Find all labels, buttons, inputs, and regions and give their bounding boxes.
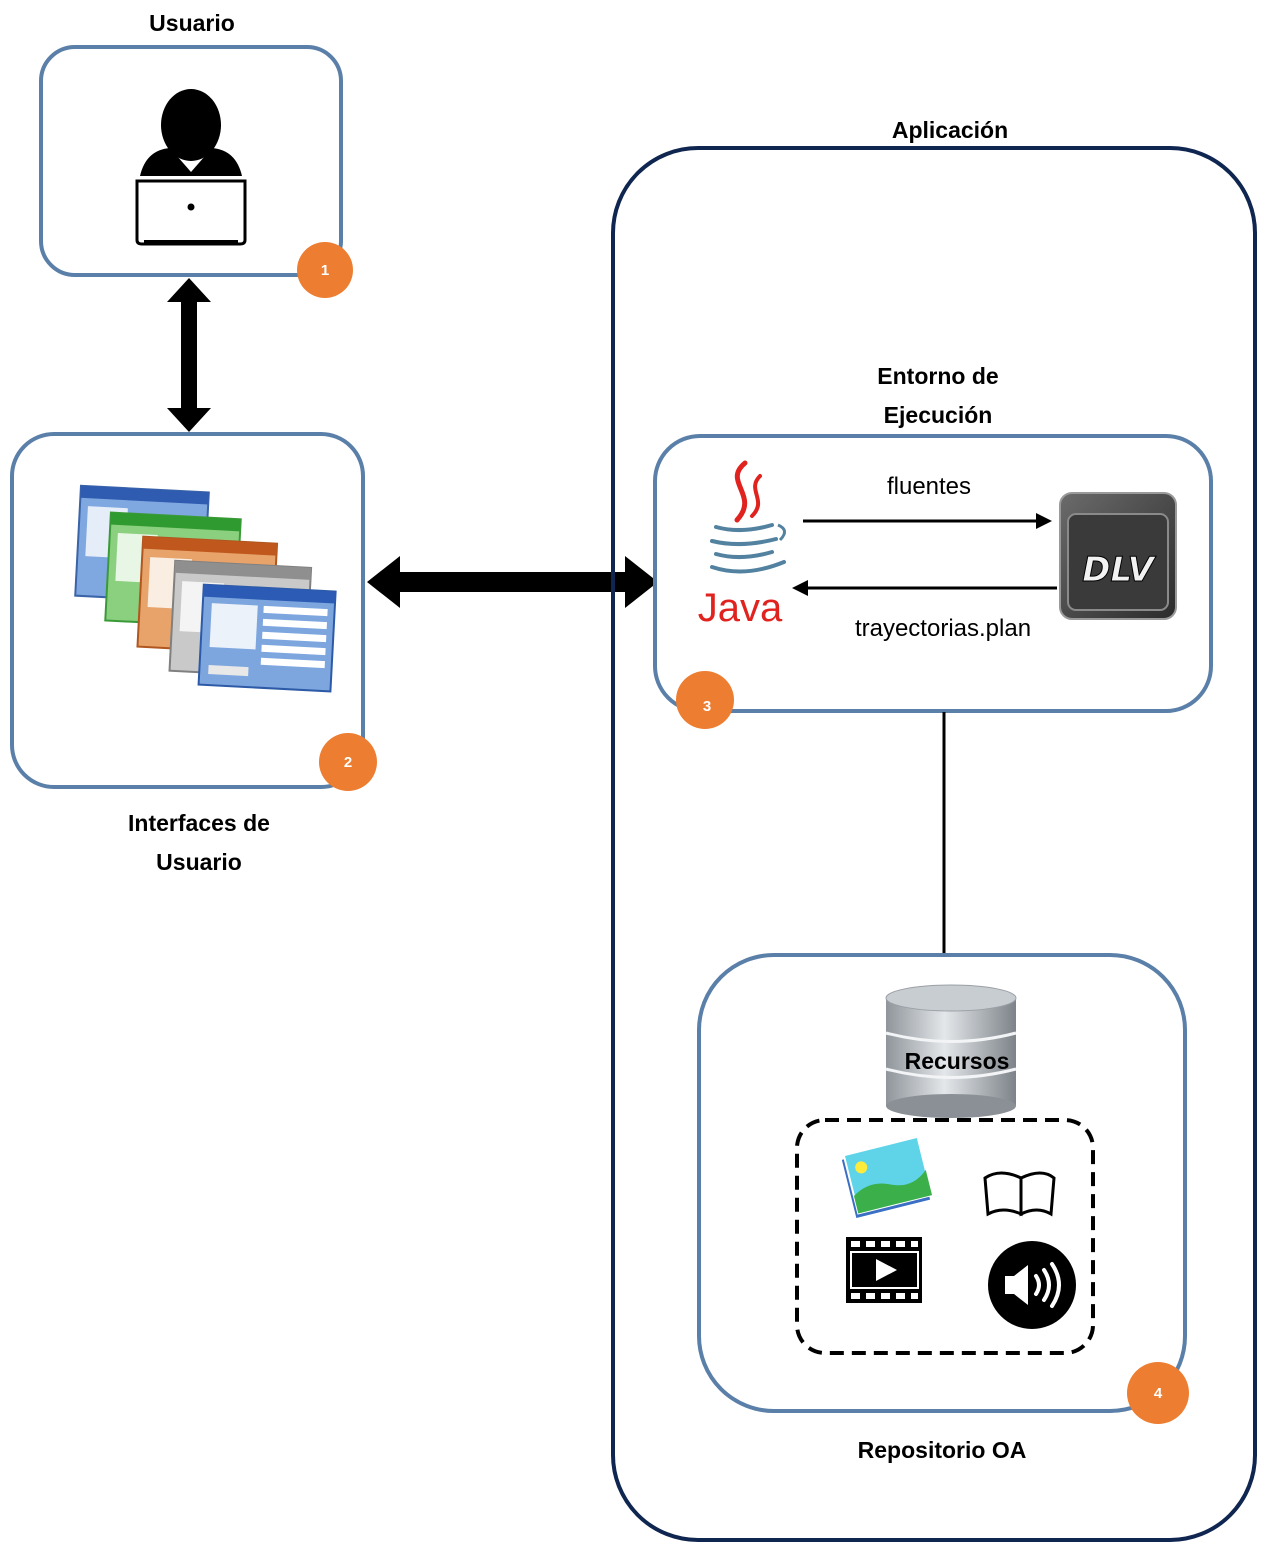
aplicacion-title: Aplicación <box>892 117 1008 143</box>
entorno-title-line1: Entorno de <box>877 363 998 389</box>
badge-2-label: 2 <box>344 754 352 771</box>
fluentes-label: fluentes <box>887 473 971 500</box>
badge-1-label: 1 <box>321 262 329 279</box>
fluentes-arrow <box>803 513 1052 529</box>
interfaces-title-line1: Interfaces de <box>128 810 270 836</box>
recursos-group <box>795 1118 1095 1355</box>
repositorio-title: Repositorio OA <box>858 1437 1027 1463</box>
badge-4-label: 4 <box>1154 1385 1163 1402</box>
database-icon: Recursos <box>885 984 1017 1118</box>
dlv-logo-icon: DLV <box>1059 492 1177 620</box>
audio-icon <box>988 1241 1076 1329</box>
badge-3-label: 3 <box>703 698 711 715</box>
trayectorias-arrow <box>792 580 1057 596</box>
image-icon <box>841 1135 934 1219</box>
java-logo-icon: Java <box>698 460 786 630</box>
user-laptop-icon <box>135 89 247 246</box>
entorno-title-line2: Ejecución <box>884 402 993 428</box>
dlv-logo-text: DLV <box>1082 550 1156 590</box>
interface-app-arrow <box>367 556 658 608</box>
java-logo-text: Java <box>698 586 783 630</box>
badge-1: 1 <box>297 242 353 298</box>
windows-stack-icon <box>74 484 337 693</box>
video-icon <box>846 1237 922 1303</box>
usuario-title: Usuario <box>149 10 235 36</box>
book-icon <box>983 1171 1056 1217</box>
badge-2: 2 <box>319 733 377 791</box>
trayectorias-label: trayectorias.plan <box>855 615 1031 642</box>
user-interface-arrow <box>167 278 211 432</box>
recursos-label: Recursos <box>905 1048 1010 1074</box>
aplicacion-box <box>611 146 1257 1542</box>
interfaces-title-line2: Usuario <box>156 849 242 875</box>
badge-4: 4 <box>1127 1362 1189 1424</box>
badge-3: 3 <box>676 671 734 729</box>
